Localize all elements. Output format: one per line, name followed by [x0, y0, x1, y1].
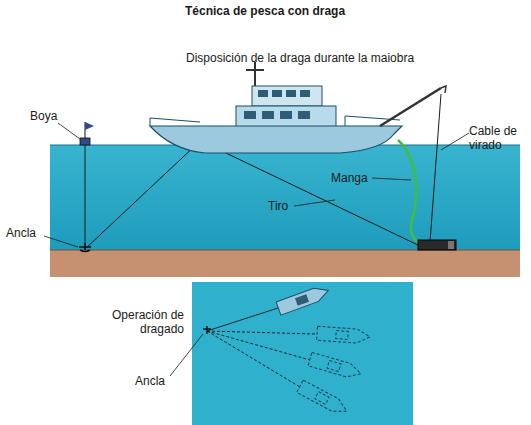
inset-water	[192, 282, 413, 425]
part-label: Operación de dragado	[100, 308, 184, 336]
buoy	[80, 138, 90, 145]
part-label: Boya	[30, 109, 57, 123]
part-label: Ancla	[135, 374, 165, 388]
anchor-symbol	[79, 243, 91, 252]
title: Técnica de pesca con draga	[185, 4, 345, 18]
anchor-line	[85, 143, 198, 249]
boat	[150, 62, 446, 153]
part-label: Manga	[331, 171, 368, 185]
part-label: Cable de virado	[469, 124, 527, 152]
buoy-line	[85, 144, 86, 250]
dredge-grid	[448, 241, 454, 249]
tow-line	[205, 143, 420, 246]
hose	[398, 140, 422, 244]
hauling-cable	[430, 94, 441, 242]
leader-lines	[44, 123, 469, 247]
inset-lines	[207, 308, 316, 387]
subtitle: Disposición de la draga durante la maiob…	[186, 51, 414, 65]
seabed	[50, 250, 520, 277]
inset-boat	[276, 284, 370, 417]
inset-anchor	[203, 326, 211, 334]
part-label: Tiro	[268, 199, 288, 213]
water	[50, 145, 520, 250]
part-label: Ancla	[6, 226, 36, 240]
buoy-flag	[85, 122, 94, 130]
dredge	[418, 240, 456, 250]
inset-leaders	[170, 334, 203, 376]
